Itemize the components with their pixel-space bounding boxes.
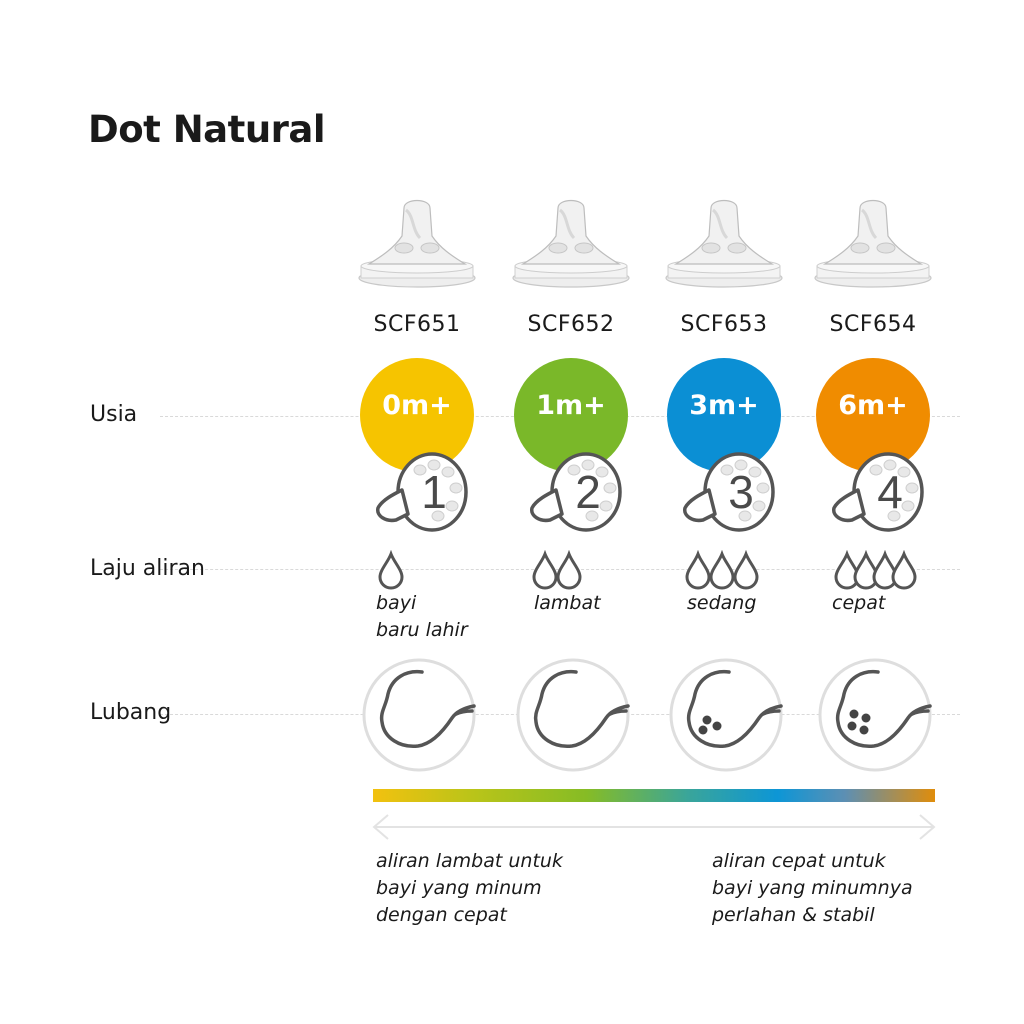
fast-flow-note: aliran cepat untuk bayi yang minumnya pe… xyxy=(712,848,913,929)
fast-flow-note-line2: bayi yang minumnya xyxy=(712,877,913,899)
product-column-scf653: SCF653 3m+ 3 sedang xyxy=(649,0,799,1024)
flow-speed-line1: bayi xyxy=(376,592,417,614)
flow-speed-label: bayi baru lahir xyxy=(376,590,468,644)
age-value: 3m+ xyxy=(689,390,759,421)
svg-text:3: 3 xyxy=(728,466,754,518)
fast-flow-note-line1: aliran cepat untuk xyxy=(712,850,886,872)
product-column-scf652: SCF652 1m+ 2 lambat xyxy=(496,0,646,1024)
teat-image xyxy=(342,186,492,296)
flow-drops-icon xyxy=(342,549,492,590)
flow-speed-label: sedang xyxy=(687,590,756,617)
teat-size-icon: 1 xyxy=(372,446,472,538)
teat-size-icon: 4 xyxy=(828,446,928,538)
page-title: Dot Natural xyxy=(88,108,326,151)
product-code: SCF654 xyxy=(829,312,917,337)
age-badge: 3m+ xyxy=(667,358,781,472)
teat-hole-icon xyxy=(816,656,934,774)
teat-hole-icon xyxy=(514,656,632,774)
flow-speed-line1: sedang xyxy=(687,592,757,614)
hole-label: Lubang xyxy=(90,700,172,725)
flow-speed-line2: baru lahir xyxy=(376,619,468,641)
double-arrow-icon xyxy=(372,814,936,840)
teat-image xyxy=(496,186,646,296)
age-badge: 1m+ xyxy=(514,358,628,472)
teat-size-icon: 3 xyxy=(679,446,779,538)
product-column-scf651: SCF651 0m+ 1 bayi baru lahir xyxy=(342,0,492,1024)
svg-text:1: 1 xyxy=(421,466,447,518)
age-badge: 0m+ xyxy=(360,358,474,472)
slow-flow-note-line1: aliran lambat untuk xyxy=(376,850,563,872)
flow-label: Laju aliran xyxy=(90,556,205,581)
age-value: 0m+ xyxy=(382,390,452,421)
age-value: 1m+ xyxy=(536,390,606,421)
teat-image xyxy=(649,186,799,296)
slow-flow-note-line3: dengan cepat xyxy=(376,904,507,926)
flow-drops-icon xyxy=(798,549,948,590)
teat-hole-icon xyxy=(360,656,478,774)
flow-speed-label: cepat xyxy=(832,590,885,617)
teat-hole-icon xyxy=(667,656,785,774)
flow-drops-icon xyxy=(649,549,799,590)
product-column-scf654: SCF654 6m+ 4 cepat xyxy=(798,0,948,1024)
product-code: SCF652 xyxy=(527,312,615,337)
age-badge: 6m+ xyxy=(816,358,930,472)
flow-speed-line1: lambat xyxy=(534,592,601,614)
teat-image xyxy=(798,186,948,296)
product-code: SCF653 xyxy=(680,312,768,337)
svg-text:4: 4 xyxy=(877,466,903,518)
flow-speed-label: lambat xyxy=(534,590,601,617)
slow-flow-note: aliran lambat untuk bayi yang minum deng… xyxy=(376,848,563,929)
svg-text:2: 2 xyxy=(575,466,601,518)
age-label: Usia xyxy=(90,402,138,427)
slow-flow-note-line2: bayi yang minum xyxy=(376,877,542,899)
fast-flow-note-line3: perlahan & stabil xyxy=(712,904,875,926)
flow-speed-line1: cepat xyxy=(832,592,886,614)
age-value: 6m+ xyxy=(838,390,908,421)
flow-gradient-bar xyxy=(373,789,935,802)
teat-size-icon: 2 xyxy=(526,446,626,538)
flow-drops-icon xyxy=(496,549,646,590)
product-code: SCF651 xyxy=(373,312,461,337)
